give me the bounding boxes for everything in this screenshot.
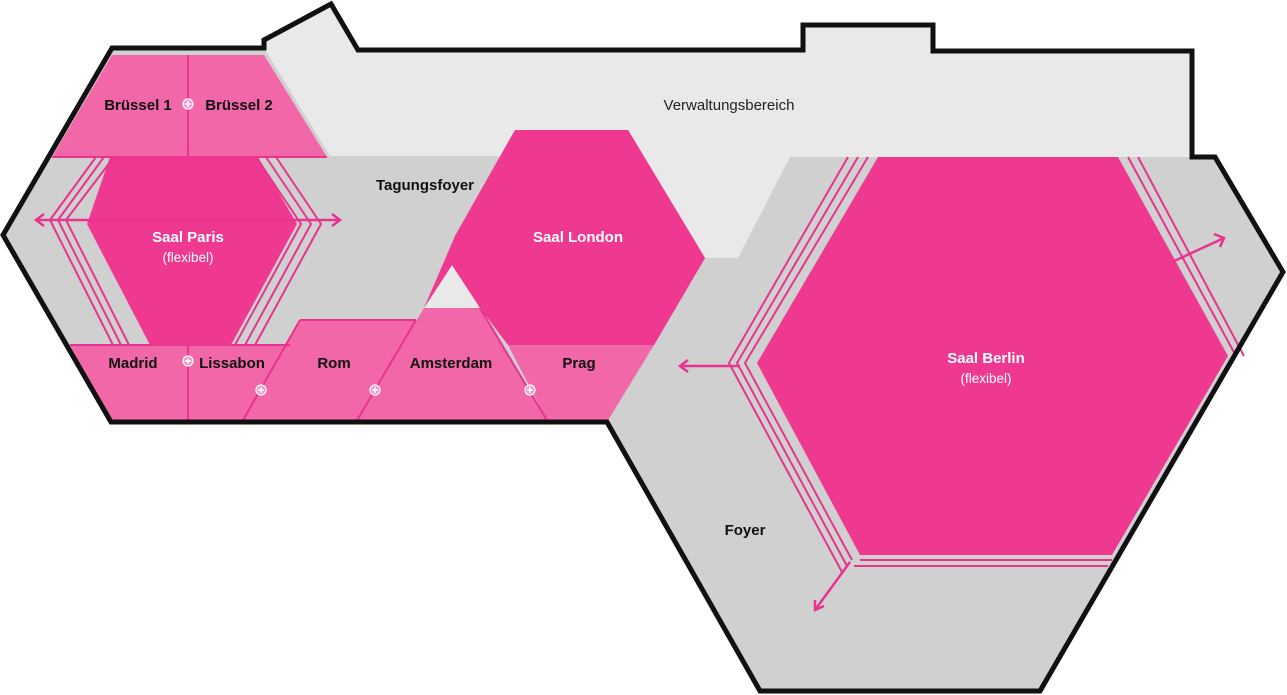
divider-lissabon-rom bbox=[241, 319, 301, 423]
label-saal-paris-note: (flexibel) bbox=[162, 250, 213, 265]
room-brussel-2[interactable] bbox=[188, 55, 327, 157]
room-amsterdam[interactable] bbox=[356, 308, 548, 422]
label-saal-london: Saal London bbox=[533, 229, 623, 246]
label-admin-area: Verwaltungsbereich bbox=[664, 97, 795, 114]
label-foyer: Foyer bbox=[725, 522, 766, 539]
room-saal-paris[interactable] bbox=[87, 157, 297, 345]
room-saal-berlin[interactable] bbox=[757, 157, 1228, 555]
room-madrid[interactable] bbox=[70, 345, 188, 422]
label-brussel-1: Brüssel 1 bbox=[104, 97, 172, 114]
label-conference-foyer: Tagungsfoyer bbox=[376, 177, 474, 194]
admin-area bbox=[264, 4, 1192, 258]
label-saal-berlin-note: (flexibel) bbox=[960, 371, 1011, 386]
room-saal-london-body[interactable] bbox=[424, 130, 705, 345]
label-madrid: Madrid bbox=[108, 355, 157, 372]
divider-amsterdam-prag bbox=[479, 307, 549, 423]
label-lissabon: Lissabon bbox=[199, 355, 265, 372]
light-niche bbox=[424, 265, 480, 308]
label-saal-berlin: Saal Berlin bbox=[947, 350, 1025, 367]
label-saal-paris: Saal Paris bbox=[152, 229, 224, 246]
room-lissabon[interactable] bbox=[188, 345, 290, 422]
label-brussel-2: Brüssel 2 bbox=[205, 97, 273, 114]
connector-markers bbox=[182, 98, 536, 396]
room-prag[interactable] bbox=[508, 345, 654, 422]
label-amsterdam: Amsterdam bbox=[410, 355, 493, 372]
berlin-partition-stripes bbox=[727, 156, 1245, 573]
label-prag: Prag bbox=[562, 355, 595, 372]
divider-rom-amsterdam bbox=[355, 319, 417, 423]
room-brussel-1[interactable] bbox=[52, 55, 188, 157]
expansion-arrows bbox=[33, 213, 1226, 612]
label-rom: Rom bbox=[317, 355, 350, 372]
